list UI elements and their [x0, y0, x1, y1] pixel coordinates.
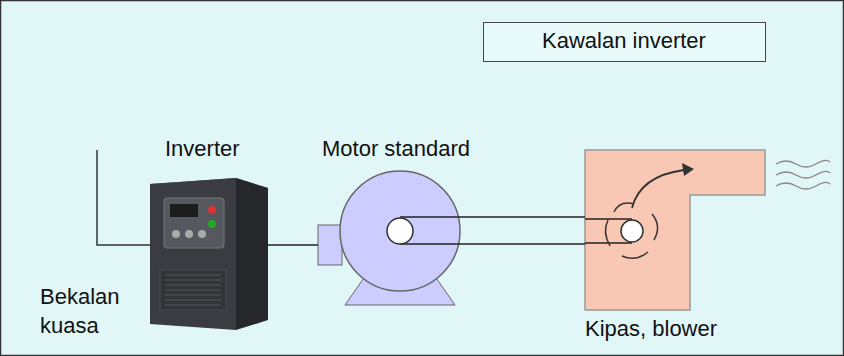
- power-wire: [97, 150, 150, 245]
- node-label: Motor standard: [322, 136, 470, 162]
- node-label: Kawalan inverter: [542, 28, 706, 54]
- drive-belt: [525, 217, 585, 244]
- inverter-panel: [164, 198, 224, 248]
- vent-slot: [165, 285, 221, 286]
- node-label: Kipas, blower: [585, 316, 717, 342]
- blower: [585, 150, 830, 310]
- inverter-side: [236, 178, 268, 330]
- airflow-arrowhead: [682, 163, 694, 176]
- belt: [400, 216, 525, 218]
- vent-slot: [165, 290, 221, 291]
- vent-slot: [165, 300, 221, 301]
- inverter-button: [208, 206, 216, 214]
- fan-blade: [622, 252, 648, 258]
- vent-slot: [165, 280, 221, 281]
- vent-slot: [165, 295, 221, 296]
- inverter-device: [150, 178, 268, 330]
- fan-blade: [605, 220, 610, 246]
- belt: [400, 243, 525, 245]
- power-cable: [268, 244, 318, 246]
- vent-slot: [165, 305, 221, 306]
- inverter-button: [185, 230, 193, 238]
- motor-body: [340, 171, 460, 291]
- vent-slot: [165, 275, 221, 276]
- supply-label: Bekalan kuasa: [40, 283, 130, 340]
- device-node: Motor standard: [318, 135, 525, 305]
- inverter-button: [208, 220, 216, 228]
- belt: [585, 218, 632, 220]
- device-node: Inverter: [148, 135, 268, 330]
- inverter-front: [150, 178, 236, 330]
- motor-coupling: [318, 225, 342, 265]
- inverter-display: [170, 204, 198, 217]
- inverter-vent: [165, 275, 221, 305]
- fan-blade: [652, 214, 658, 240]
- fan-blade: [614, 203, 634, 212]
- inverter-button: [172, 230, 180, 238]
- motor-shaft: [387, 218, 413, 244]
- node-label: Inverter: [165, 136, 240, 162]
- air-waves: [776, 160, 830, 189]
- motor: [318, 171, 525, 305]
- fan-pulley: [621, 220, 643, 242]
- inverter-button: [198, 230, 206, 238]
- air-wave: [776, 160, 830, 167]
- device-node: Kipas, blower: [585, 140, 765, 345]
- airflow-arrow: [632, 170, 684, 208]
- title-box: Kawalan inverter: [483, 22, 766, 62]
- inverter-vent: [160, 270, 226, 310]
- blower-housing: [585, 150, 765, 310]
- air-wave: [776, 182, 830, 189]
- fan-blades: [605, 203, 657, 258]
- air-wave: [776, 171, 830, 178]
